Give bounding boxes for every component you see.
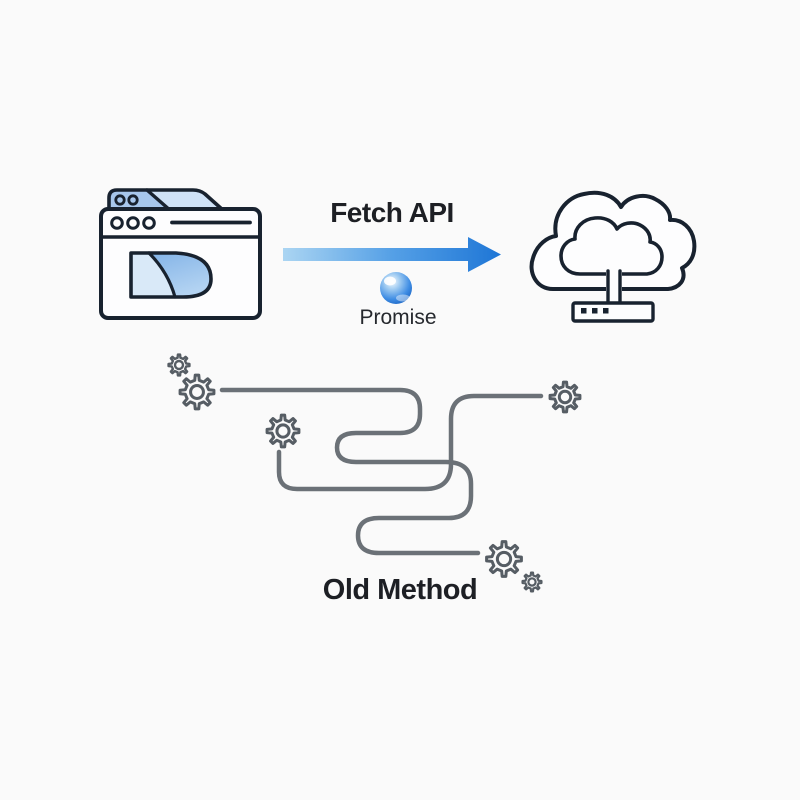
- server-led: [592, 308, 598, 314]
- toolbar-dot: [110, 216, 124, 230]
- tab-dot: [114, 194, 126, 206]
- gear-icon: [265, 413, 301, 449]
- server-box: [571, 301, 655, 323]
- old-method-label: Old Method: [322, 574, 478, 606]
- server-led: [581, 308, 587, 314]
- toolbar-dot: [126, 216, 140, 230]
- fetch-api-label: Fetch API: [330, 197, 454, 228]
- gear-icon-group: [167, 353, 582, 593]
- gear-icon: [548, 380, 582, 414]
- browser-window-icon: [99, 188, 262, 320]
- cloud-server-icon: [529, 190, 697, 323]
- tab-dot: [127, 194, 139, 206]
- tangled-strand: [219, 387, 481, 556]
- tangled-path-icon: [219, 387, 544, 556]
- gear-icon: [178, 373, 216, 411]
- toolbar-dot: [142, 216, 156, 230]
- gear-icon: [485, 540, 523, 578]
- promise-label: Promise: [359, 306, 437, 329]
- server-led: [603, 308, 609, 314]
- gear-icon: [167, 353, 191, 377]
- arrow-right-icon: [283, 237, 501, 272]
- tangled-strand: [276, 393, 544, 492]
- gear-icon: [521, 571, 543, 593]
- promise-sphere-icon: [380, 272, 412, 304]
